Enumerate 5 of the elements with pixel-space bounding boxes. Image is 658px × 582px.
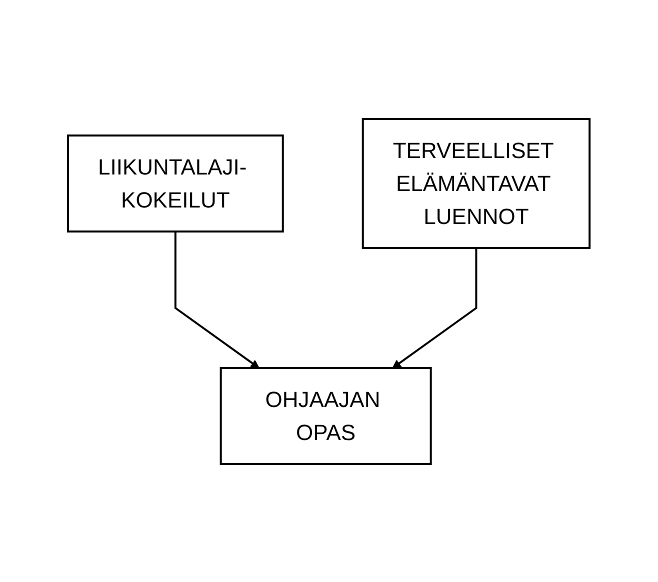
node-box: OHJAAJAN OPAS bbox=[220, 366, 432, 464]
arrow bbox=[174, 231, 260, 368]
node-box: TERVEELLISET ELÄMÄNTAVAT LUENNOT bbox=[362, 118, 591, 248]
node-box: LIIKUNTALAJI- KOKEILUT bbox=[67, 134, 284, 232]
arrow bbox=[392, 248, 478, 368]
